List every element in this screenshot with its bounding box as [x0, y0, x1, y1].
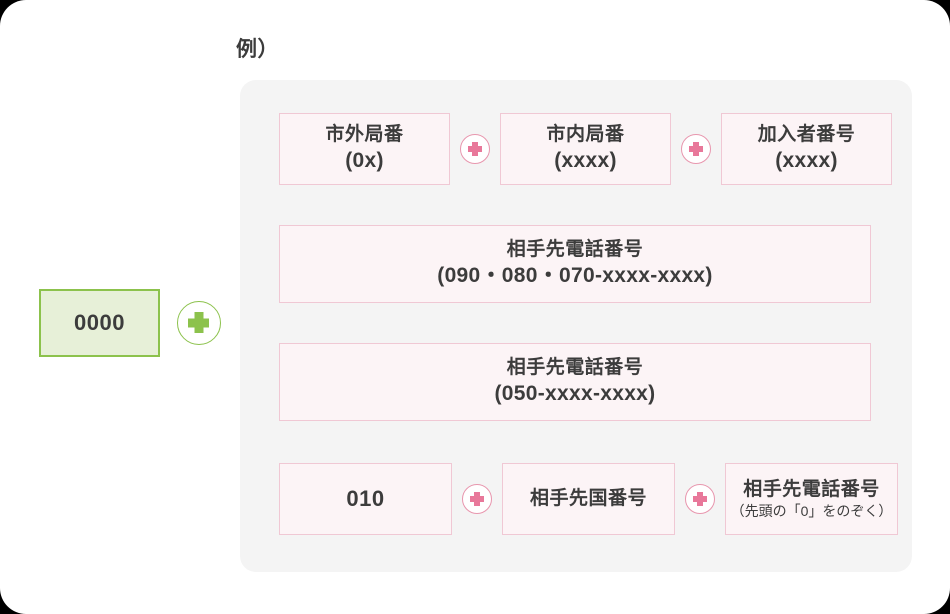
row-international: 010 相手先国番号 相手先電話番号 （先頭の「0」をのぞく） [279, 463, 898, 535]
plus-circle-pink-icon [460, 134, 490, 164]
box-area-code-value: (0x) [345, 149, 384, 173]
prefix-code-label: 0000 [74, 310, 125, 335]
plus-circle-pink-icon [462, 484, 492, 514]
box-city-code-title: 市内局番 [546, 124, 625, 146]
box-mobile-number-title: 相手先電話番号 [506, 239, 644, 261]
box-ip-phone-number: 相手先電話番号 (050-xxxx-xxxx) [279, 343, 871, 421]
box-country-code: 相手先国番号 [502, 463, 675, 535]
box-city-code-value: (xxxx) [554, 149, 617, 173]
box-area-code: 市外局番 (0x) [279, 113, 450, 185]
example-label: 例） [236, 38, 279, 61]
box-mobile-number: 相手先電話番号 (090・080・070-xxxx-xxxx) [279, 225, 871, 303]
box-destination-number-title: 相手先電話番号 [743, 478, 880, 500]
plus-circle-pink-icon [681, 134, 711, 164]
box-subscriber-number-title: 加入者番号 [757, 124, 856, 146]
plus-circle-green-icon [177, 301, 221, 345]
examples-panel: 市外局番 (0x) 市内局番 (xxxx) 加入者番号 (xxxx) 相手先電話… [240, 80, 912, 572]
row-mobile: 相手先電話番号 (090・080・070-xxxx-xxxx) [279, 225, 871, 303]
prefix-code-box: 0000 [39, 289, 160, 357]
box-ip-phone-number-value: (050-xxxx-xxxx) [494, 382, 656, 406]
box-subscriber-number-value: (xxxx) [775, 149, 838, 173]
box-mobile-number-value: (090・080・070-xxxx-xxxx) [437, 264, 713, 288]
plus-circle-pink-icon [685, 484, 715, 514]
row-landline: 市外局番 (0x) 市内局番 (xxxx) 加入者番号 (xxxx) [279, 113, 892, 185]
box-international-prefix: 010 [279, 463, 452, 535]
box-international-prefix-value: 010 [346, 486, 385, 511]
box-destination-number-note: （先頭の「0」をのぞく） [730, 503, 893, 520]
row-ip-phone: 相手先電話番号 (050-xxxx-xxxx) [279, 343, 871, 421]
box-city-code: 市内局番 (xxxx) [500, 113, 671, 185]
box-subscriber-number: 加入者番号 (xxxx) [721, 113, 892, 185]
prefix-group: 0000 [39, 289, 221, 357]
box-country-code-title: 相手先国番号 [529, 488, 647, 510]
box-ip-phone-number-title: 相手先電話番号 [506, 357, 644, 379]
box-area-code-title: 市外局番 [325, 124, 404, 146]
box-destination-number: 相手先電話番号 （先頭の「0」をのぞく） [725, 463, 898, 535]
